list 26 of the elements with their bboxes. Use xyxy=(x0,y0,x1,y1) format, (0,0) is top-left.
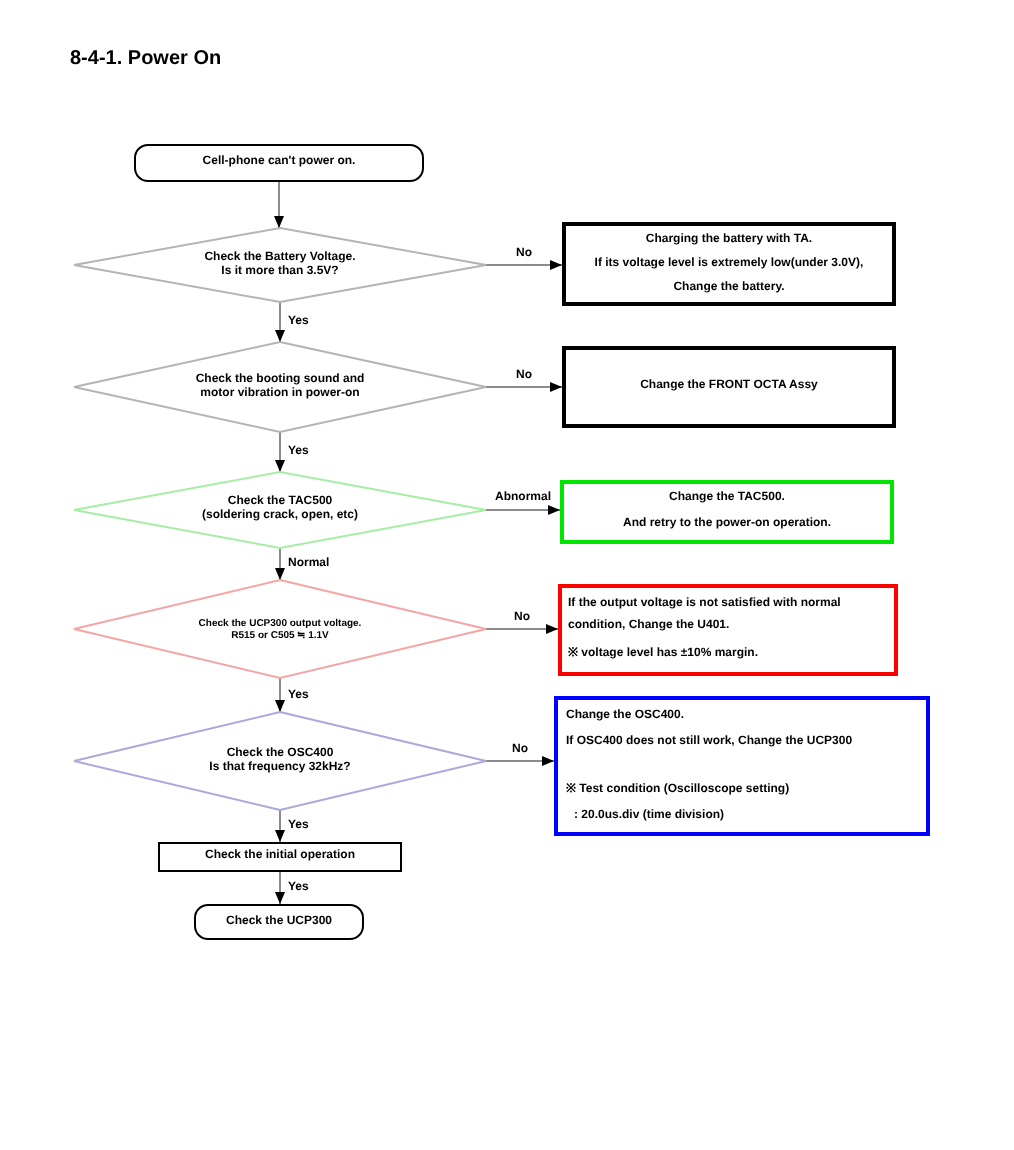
action-box xyxy=(558,584,898,676)
arrow xyxy=(275,431,285,473)
decision-diamond xyxy=(74,472,486,548)
action-box xyxy=(562,222,896,306)
action-box xyxy=(560,480,894,544)
arrow xyxy=(275,871,285,905)
arrow xyxy=(485,505,561,515)
arrow xyxy=(275,301,285,343)
arrow xyxy=(275,547,285,581)
action-box xyxy=(562,346,896,428)
process-box xyxy=(158,842,402,872)
arrow xyxy=(275,809,285,843)
action-box xyxy=(554,696,930,836)
arrow xyxy=(485,624,559,634)
decision-diamond xyxy=(74,228,486,302)
arrow xyxy=(485,756,555,766)
arrow xyxy=(485,260,563,270)
decision-diamond xyxy=(74,342,486,432)
arrow xyxy=(274,181,284,229)
terminal-box xyxy=(134,144,424,182)
decision-diamond xyxy=(74,580,486,678)
page-title: 8-4-1. Power On xyxy=(70,48,222,70)
terminal-box xyxy=(194,904,364,940)
arrow xyxy=(275,677,285,713)
decision-diamond xyxy=(74,712,486,810)
arrow xyxy=(485,382,563,392)
